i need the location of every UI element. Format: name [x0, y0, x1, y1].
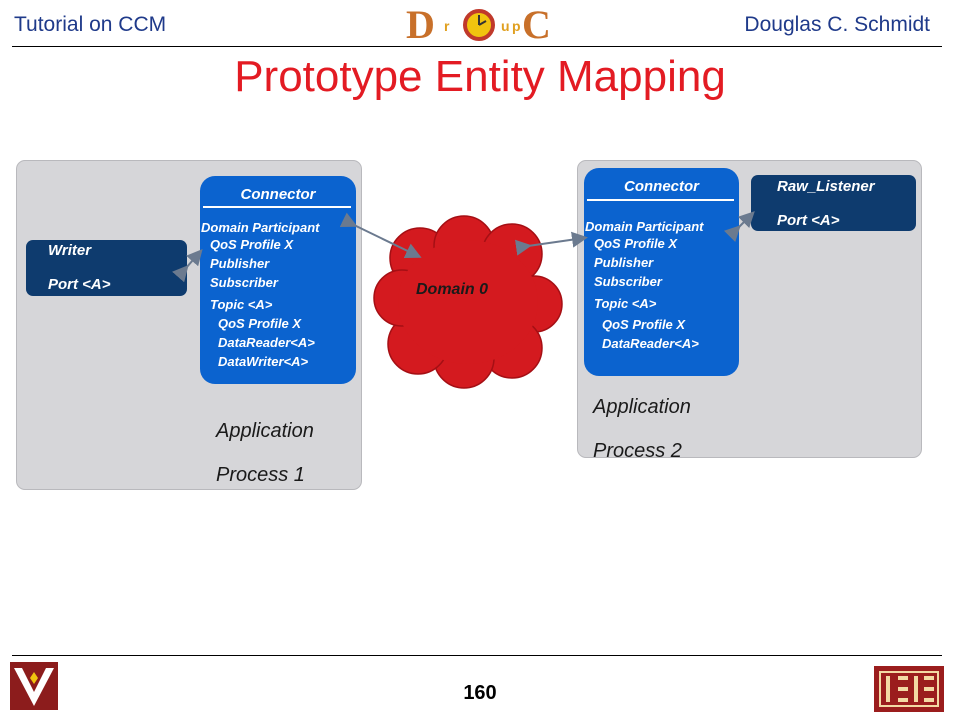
writer-port-box: Writer Port <A> [26, 240, 187, 296]
connector-1-line-datawriter: DataWriter<A> [218, 354, 309, 369]
logo-letter-d: D [406, 4, 435, 44]
process-1-label-line2: Process 1 [216, 464, 305, 486]
connector-1-line-subscriber: Subscriber [210, 275, 278, 290]
connector-2-title: Connector [624, 178, 699, 195]
connector-1-line-domain-participant: Domain Participant [201, 220, 320, 235]
header-right-text: Douglas C. Schmidt [744, 13, 930, 36]
connector-1-line-topic-qos: QoS Profile X [218, 316, 302, 331]
footer-divider [12, 655, 942, 656]
process-1-label-line1: Application [216, 420, 314, 442]
logo-letter-p: p [512, 18, 521, 34]
doc-group-logo: D r u p C [406, 4, 551, 44]
slide-title: Prototype Entity Mapping [234, 52, 726, 101]
connector-1-line-qos-profile: QoS Profile X [210, 237, 294, 252]
vanderbilt-v-icon [14, 668, 54, 706]
process-2-label-line1: Application [593, 396, 691, 418]
connector-2-line-qos-profile: QoS Profile X [594, 236, 678, 251]
vanderbilt-logo [10, 662, 58, 710]
raw-listener-port-box: Raw_Listener Port <A> [751, 175, 916, 231]
connector-2-line-datareader: DataReader<A> [602, 336, 699, 351]
arrow-writer-connector1 [172, 248, 203, 283]
arrow-domain-connector2 [514, 231, 588, 256]
arrow-connector1-domain [339, 212, 422, 258]
process-2-label: Application Process 2 [593, 385, 691, 473]
isis-logo [874, 666, 944, 712]
connector-2-divider [587, 199, 734, 201]
logo-letter-u: u [501, 18, 510, 34]
logo-letter-c: C [522, 4, 551, 44]
connector-2-line-subscriber: Subscriber [594, 274, 662, 289]
header-left-text: Tutorial on CCM [14, 13, 167, 36]
connector-2-line-publisher: Publisher [594, 255, 654, 270]
connector-1-line-datareader: DataReader<A> [218, 335, 315, 350]
arrow-connector2-listener [723, 211, 755, 243]
connector-1-line-topic: Topic <A> [210, 297, 273, 312]
isis-mark-icon [879, 671, 939, 707]
process-1-label: Application Process 1 [216, 409, 314, 497]
connector-1-line-publisher: Publisher [210, 256, 270, 271]
domain-cloud [373, 215, 563, 389]
process-2-label-line2: Process 2 [593, 440, 682, 462]
connector-2-line-domain-participant: Domain Participant [585, 219, 704, 234]
header-divider [12, 46, 942, 47]
domain-label: Domain 0 [416, 281, 489, 298]
raw-listener-port-label: Port <A> [777, 212, 840, 229]
page-number: 160 [463, 682, 497, 704]
writer-port-label: Port <A> [48, 276, 111, 293]
connector-1-box: Connector Domain Participant QoS Profile… [200, 176, 356, 384]
logo-letter-r: r [444, 18, 450, 34]
connector-2-line-topic-qos: QoS Profile X [602, 317, 686, 332]
raw-listener-label: Raw_Listener [777, 178, 875, 195]
connector-1-divider [203, 206, 351, 208]
connector-2-line-topic: Topic <A> [594, 296, 657, 311]
writer-label: Writer [48, 242, 92, 259]
connector-2-box: Connector Domain Participant QoS Profile… [584, 168, 739, 376]
connector-1-title: Connector [240, 186, 316, 203]
